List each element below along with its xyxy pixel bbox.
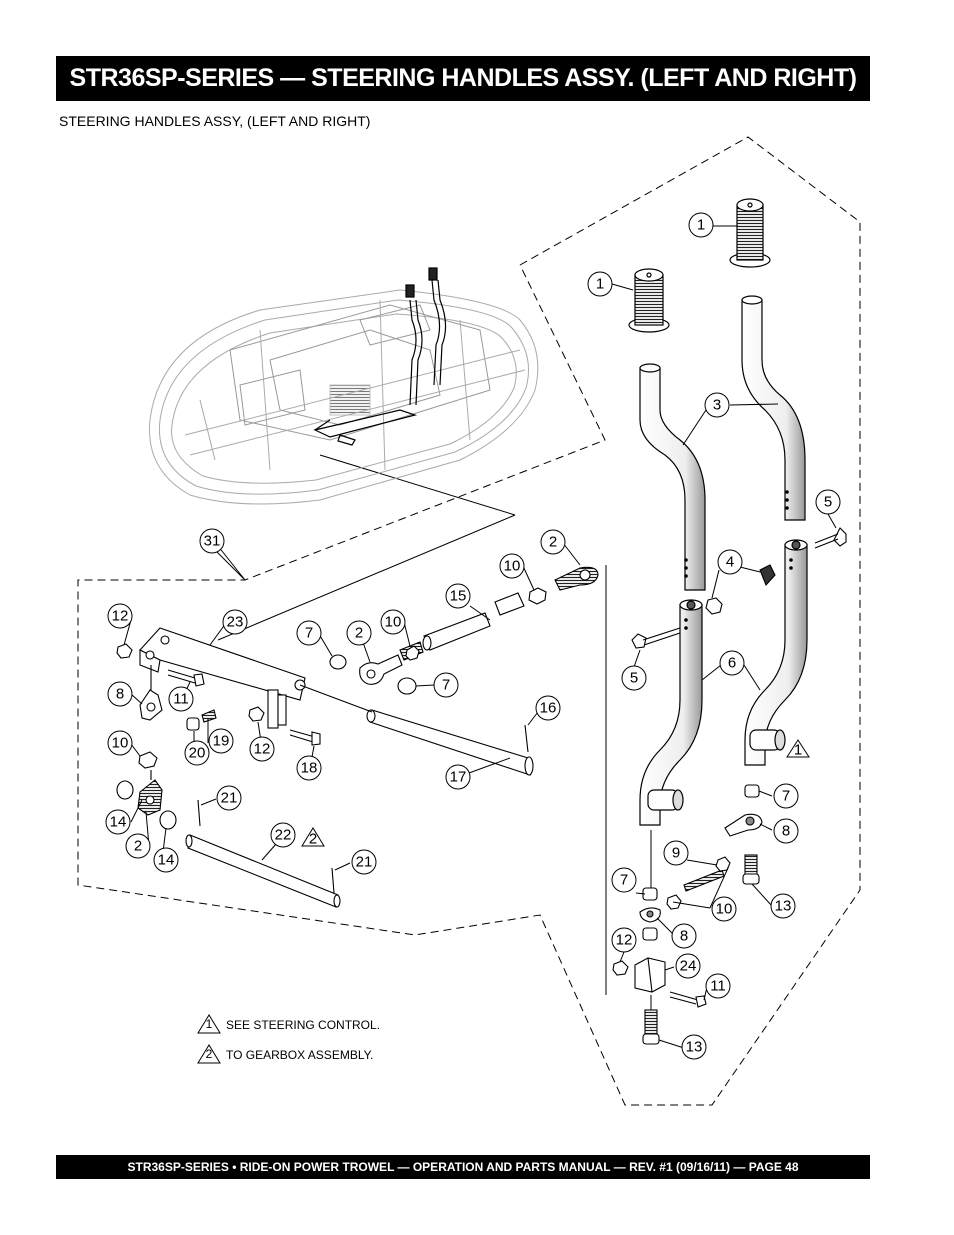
callout-14-right: 14 (158, 852, 175, 869)
callout-2-lower: 2 (134, 838, 142, 855)
callout-2-mid: 2 (355, 625, 363, 642)
callout-7-left: 7 (305, 625, 313, 642)
callout-5-left: 5 (630, 670, 638, 687)
callout-1-right: 1 (697, 217, 705, 234)
note-1-flag: 1 (206, 1017, 213, 1031)
grip-right (729, 198, 771, 268)
callout-8-lower: 8 (680, 928, 688, 945)
note-1-text: SEE STEERING CONTROL. (226, 1018, 380, 1032)
note-2-flag: 2 (206, 1047, 213, 1061)
callout-18: 18 (301, 760, 318, 777)
callout-12-mid: 12 (254, 741, 271, 758)
callout-5-right: 5 (824, 494, 832, 511)
callout-9: 9 (672, 845, 680, 862)
callout-13-right: 13 (775, 898, 792, 915)
callout-12-left: 12 (112, 608, 129, 625)
callout-7-mid: 7 (442, 677, 450, 694)
callout-7-lower: 7 (620, 872, 628, 889)
left-assembly (116, 566, 599, 908)
grip-left (628, 268, 670, 333)
callout-21-top: 21 (221, 790, 238, 807)
callout-10-top: 10 (504, 558, 521, 575)
callout-10-right: 10 (716, 901, 733, 918)
callout-13-bottom: 13 (686, 1039, 703, 1056)
note-2-text: TO GEARBOX ASSEMBLY. (226, 1048, 373, 1062)
flag-2-on-drawing: 2 (309, 831, 317, 848)
callout-11-right: 11 (710, 978, 726, 995)
drawing-subtitle: STEERING HANDLES ASSY, (LEFT AND RIGHT) (59, 113, 371, 129)
callout-15: 15 (450, 588, 467, 605)
flag-1-on-drawing: 1 (794, 742, 802, 759)
callout-7-right: 7 (782, 788, 790, 805)
callout-20: 20 (189, 745, 206, 762)
callout-19: 19 (213, 733, 230, 750)
callout-21-bottom: 21 (356, 854, 373, 871)
callout-4: 4 (726, 554, 734, 571)
callouts (105, 212, 841, 1064)
callout-labels: 1 1 3 5 4 5 6 7 8 9 7 10 13 8 12 24 11 1… (110, 217, 833, 1056)
callout-31: 31 (204, 533, 221, 550)
callout-3: 3 (713, 397, 721, 414)
handle-tube-right (741, 295, 806, 521)
lower-tube-left (639, 599, 703, 826)
callout-8-right: 8 (782, 823, 790, 840)
callout-10-mid: 10 (385, 614, 402, 631)
callout-1-left: 1 (596, 276, 604, 293)
right-centerline (605, 565, 652, 1010)
callout-11-left: 11 (173, 691, 189, 708)
machine-overview (149, 289, 539, 505)
callout-23: 23 (227, 614, 244, 631)
notes-legend: 1 SEE STEERING CONTROL. 2 TO GEARBOX ASS… (206, 1017, 380, 1062)
lower-tube-right (744, 539, 808, 766)
callout-8-left: 8 (116, 686, 124, 703)
page-header: STR36SP-SERIES — STEERING HANDLES ASSY. … (56, 56, 870, 101)
callout-16: 16 (540, 700, 557, 717)
callout-12-right: 12 (616, 932, 633, 949)
page-footer: STR36SP-SERIES • RIDE-ON POWER TROWEL — … (56, 1155, 870, 1179)
callout-22: 22 (275, 827, 292, 844)
right-hardware (612, 527, 847, 1045)
handle-tube-left (639, 363, 706, 591)
callout-2-top: 2 (549, 534, 557, 551)
callout-24: 24 (680, 958, 697, 975)
callout-6: 6 (728, 655, 736, 672)
callout-17: 17 (450, 769, 467, 786)
callout-14-left: 14 (110, 814, 127, 831)
callout-10-left: 10 (112, 735, 129, 752)
page-title: STR36SP-SERIES — STEERING HANDLES ASSY. … (69, 64, 857, 92)
machine-steering-handles-mini (313, 267, 447, 446)
